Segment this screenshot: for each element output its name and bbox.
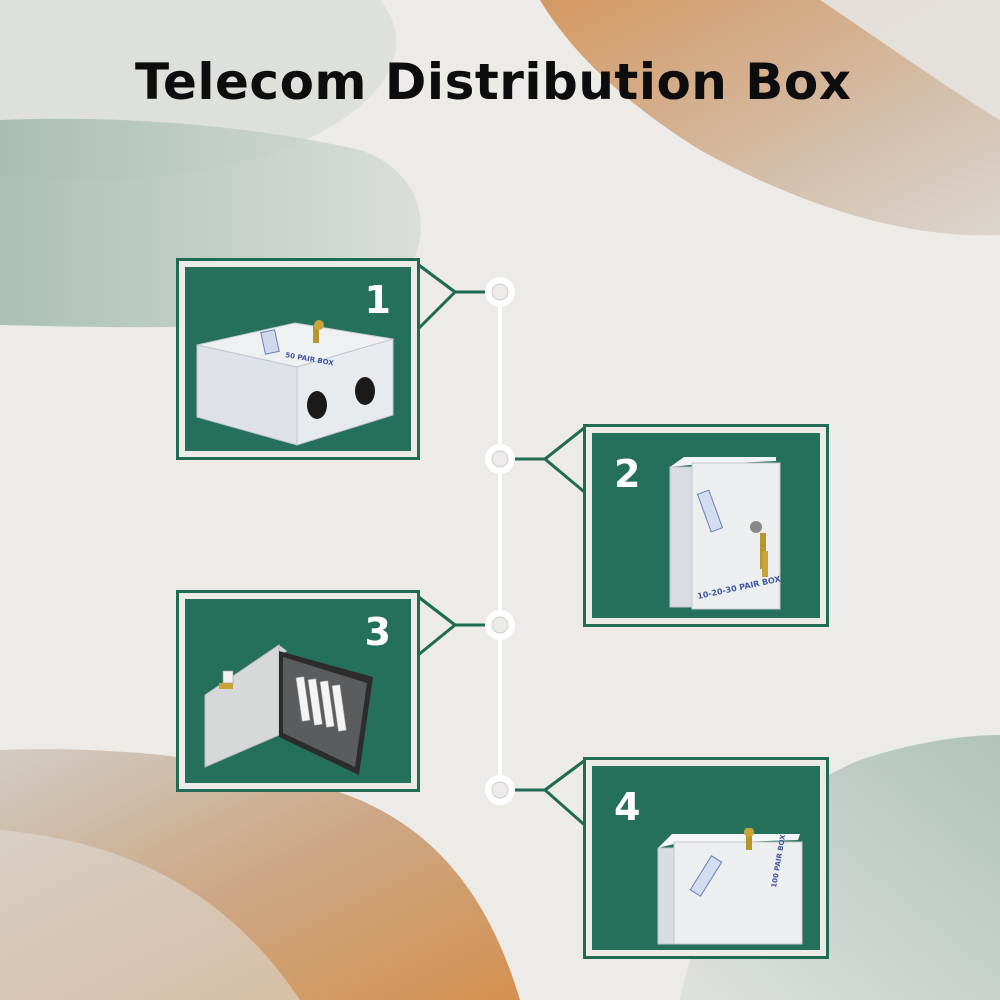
light-wash-bottom-left (0, 830, 300, 1000)
orange-blob-top-right (540, 0, 1000, 236)
distribution-box-1-image: 50 PAIR BOX (196, 320, 394, 446)
distribution-box-2-image: 10-20-30 PAIR BOX (669, 457, 782, 610)
page-title: Telecom Distribution Box (135, 53, 852, 111)
card-2-number: 2 (614, 452, 641, 496)
connector-4-tab (542, 756, 589, 830)
light-wash-top-right (820, 0, 1000, 120)
timeline-node-4 (485, 775, 515, 805)
card-3-number: 3 (364, 610, 391, 654)
card-1-number: 1 (364, 278, 391, 322)
card-4-number: 4 (614, 785, 641, 829)
card-2: 2 10-20-30 PAIR BOX (583, 424, 829, 627)
connector-1-tab (410, 258, 458, 337)
timeline-node-2 (485, 444, 515, 474)
card-1: 1 50 PAIR BOX (176, 258, 420, 460)
distribution-box-3-image (204, 644, 373, 775)
timeline-node-3 (485, 610, 515, 640)
card-3: 3 (176, 590, 420, 792)
card-3-panel: 3 (185, 599, 411, 783)
connector-2-tab (542, 423, 589, 497)
timeline-node-1 (485, 277, 515, 307)
distribution-box-4-image: 100 PAIR BOX (657, 828, 803, 945)
connector-3-tab (411, 590, 458, 662)
card-1-panel: 1 50 PAIR BOX (185, 267, 411, 451)
card-4-panel: 4 100 PAIR BOX (592, 766, 820, 950)
card-2-panel: 2 10-20-30 PAIR BOX (592, 433, 820, 618)
card-4: 4 100 PAIR BOX (583, 757, 829, 959)
